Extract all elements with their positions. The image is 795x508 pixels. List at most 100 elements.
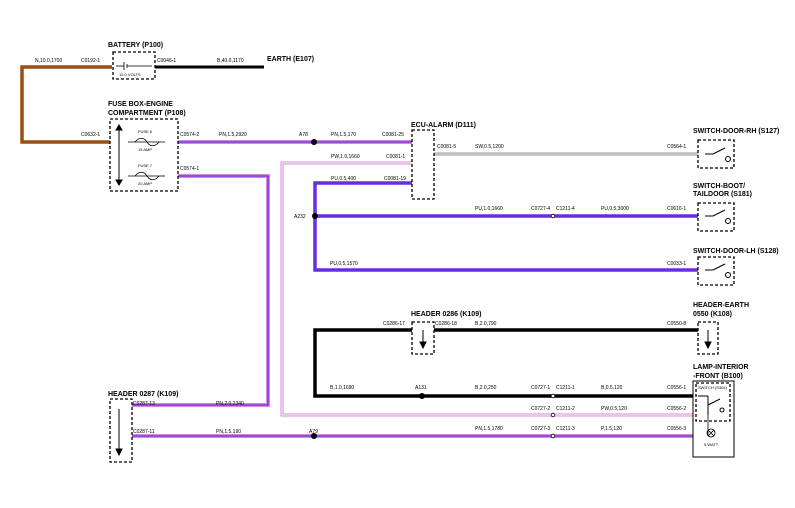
wire-label-lamp-b-b: B,2.0,250 xyxy=(475,385,497,391)
switch-boot-title-1: SWITCH-BOOT/ xyxy=(693,183,745,190)
earth-arrow-icon xyxy=(419,330,427,350)
splice-a78 xyxy=(311,139,317,145)
switch-door-rh: SWITCH-DOOR-RH (S127) C0564-1 xyxy=(667,128,779,169)
lamp-conn3-a: C0727-3 xyxy=(531,426,550,432)
wire-pw-loop xyxy=(280,161,698,417)
switch-door-lh: SWITCH-DOOR-LH (S128) C0033-1 xyxy=(667,248,779,286)
switch-lh-title: SWITCH-DOOR-LH (S128) xyxy=(693,248,779,255)
wire-label-fuse-ecu: PN,1.5,2920 xyxy=(219,132,247,138)
fuse6-label: FUSE 6 xyxy=(138,129,153,134)
switch-lh-conn: C0033-1 xyxy=(667,261,686,267)
wire-label-hdr-earth: B,2.0,790 xyxy=(475,321,497,327)
ecu-conn-in3: C0081-19 xyxy=(384,176,406,182)
splice-a232-label: A232 xyxy=(294,214,306,220)
wire-label-pu: PU,0.5,400 xyxy=(331,176,356,182)
switch-icon xyxy=(705,147,731,162)
switch-icon xyxy=(698,395,725,415)
header-0286-conn-right: C0286-18 xyxy=(435,321,457,327)
switch-rh-conn: C0564-1 xyxy=(667,144,686,150)
lamp-conn1: C0556-1 xyxy=(667,385,686,391)
splice-a131-label: A131 xyxy=(415,385,427,391)
lamp-conn1-b: C1211-1 xyxy=(556,385,575,391)
earth-arrow-icon xyxy=(704,330,712,350)
wire-batt-fuse xyxy=(20,65,112,144)
switch-rh-title: SWITCH-DOOR-RH (S127) xyxy=(693,128,779,135)
wire-label-lamp-pw: PW,0.5,120 xyxy=(601,406,627,412)
battery-title: BATTERY (P100) xyxy=(108,42,163,49)
fuse-conn-out2: C0574-1 xyxy=(180,166,199,172)
ecu-alarm: ECU-ALARM (D111) C0081-25 C0081-1 C0081-… xyxy=(382,122,476,200)
wire-pu-trunk xyxy=(313,181,698,272)
lamp-title-2: -FRONT (B100) xyxy=(693,373,743,380)
lamp-conn2-b: C1211-2 xyxy=(556,406,575,412)
header-earth-title-1: HEADER-EARTH xyxy=(693,302,749,309)
header-0287: HEADER 0287 (K109) C0287-13 C0287-11 xyxy=(108,391,178,463)
switch-icon xyxy=(705,209,731,224)
splice-a79-label: A79 xyxy=(309,429,318,435)
header-earth-title-2: 0550 (K108) xyxy=(693,311,732,318)
header-0287-conn2: C0287-11 xyxy=(133,429,155,435)
wire-label-ecu-rh: SW,0.5,1200 xyxy=(475,144,504,150)
boot-conn-a: C0727-4 xyxy=(531,206,550,212)
wire-label-lamp-p-a: PN,1.5,1780 xyxy=(475,426,503,432)
lamp-conn1-a: C0727-1 xyxy=(531,385,550,391)
battery-conn-right: C0046-1 xyxy=(157,58,176,64)
ecu-conn-out: C0081-5 xyxy=(437,144,456,150)
wire-label-boot-a: PU,1.0,1660 xyxy=(475,206,503,212)
fuse-conn-in: C0632-1 xyxy=(81,132,100,138)
lamp-conn3-b: C1211-3 xyxy=(556,426,575,432)
switch-icon xyxy=(705,263,731,278)
wire-label-batt-fuse: N,10.0,1700 xyxy=(35,58,62,64)
wire-label-hdr87-a: PN,2.0,2340 xyxy=(216,401,244,407)
wire-label-boot-b: PU,0.5,3000 xyxy=(601,206,629,212)
header-earth: HEADER-EARTH 0550 (K108) C0550-8 xyxy=(667,302,749,355)
wire-label-hdr87-b: PN,1.5,190 xyxy=(216,429,241,435)
fuse6-amp: 15 AMP xyxy=(138,147,152,152)
splice-points xyxy=(311,139,425,439)
fuse-box-arrows-icon xyxy=(115,124,123,186)
lamp-watt: 5 WATT xyxy=(704,442,719,447)
header-0287-title: HEADER 0287 (K109) xyxy=(108,391,178,398)
ecu-conn-in1: C0081-25 xyxy=(382,132,404,138)
lamp-icon xyxy=(706,415,716,438)
splice-a78-label: A78 xyxy=(299,132,308,138)
header-earth-conn: C0550-8 xyxy=(667,321,686,327)
battery-icon xyxy=(116,62,152,70)
lamp-title-1: LAMP-INTERIOR xyxy=(693,364,749,371)
lamp-interior: LAMP-INTERIOR -FRONT (B100) SWITCH (S304… xyxy=(667,364,749,458)
fuse7-label: FUSE 7 xyxy=(138,163,153,168)
wires xyxy=(20,65,698,438)
lamp-conn3: C0556-3 xyxy=(667,426,686,432)
wire-label-earth: B,40.0,1170 xyxy=(217,58,244,64)
header-0286-title: HEADER 0286 (K109) xyxy=(411,311,481,318)
lamp-switch-label: SWITCH (S304) xyxy=(698,385,728,390)
lamp-conn2: C0556-2 xyxy=(667,406,686,412)
ecu-conn-in2: C0081-1 xyxy=(386,154,405,160)
fuse7-amp: 20 AMP xyxy=(138,181,152,186)
splice-a232 xyxy=(312,213,318,219)
header-0287-conn1: C0287-13 xyxy=(133,401,155,407)
splice-a131 xyxy=(419,393,425,399)
wire-earth-loop xyxy=(313,328,698,398)
fuse-box: FUSE BOX-ENGINE COMPARTMENT (P108) FUSE … xyxy=(81,101,199,192)
wire-fuse7-hdr87 xyxy=(132,174,270,407)
boot-conn-b: C1211-4 xyxy=(556,206,575,212)
fuse-conn-out1: C0574-2 xyxy=(180,132,199,138)
splice-a79 xyxy=(311,433,317,439)
earth-arrow-icon xyxy=(115,409,123,457)
earth-title: EARTH (E107) xyxy=(267,56,314,63)
header-0286: HEADER 0286 (K109) C0286-17 C0286-18 xyxy=(383,311,481,355)
wire-label-lamp-p-b: P,1.5,120 xyxy=(601,426,622,432)
battery-conn-left: C0192-1 xyxy=(81,58,100,64)
ecu-title: ECU-ALARM (D111) xyxy=(411,122,476,129)
fuse-box-title-1: FUSE BOX-ENGINE xyxy=(108,101,173,108)
fuse-box-title-2: COMPARTMENT (P108) xyxy=(108,110,186,117)
wire-label-lamp-b-a: B,1.0,1690 xyxy=(330,385,354,391)
header-0286-conn-left: C0286-17 xyxy=(383,321,405,327)
battery: BATTERY (P100) 12.0 VOLTS C0192-1 C0046-… xyxy=(81,42,176,80)
lamp-conn2-a: C0727-2 xyxy=(531,406,550,412)
wire-label-pw: PW,1.0,1660 xyxy=(331,154,360,160)
wire-label-ecu-in: PN,1.5,170 xyxy=(331,132,356,138)
wire-label-lh: PU,0.5,1570 xyxy=(330,261,358,267)
